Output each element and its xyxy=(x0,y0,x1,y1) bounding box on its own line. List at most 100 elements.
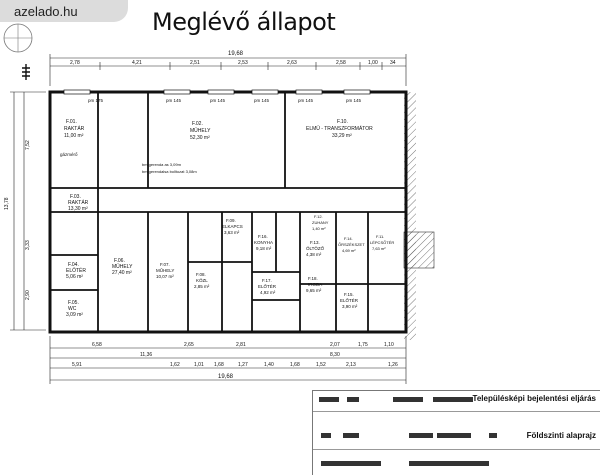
room-code: F.04. xyxy=(68,262,79,268)
room-label-f08: F.08. KÖZL 2,85 m² xyxy=(194,272,210,289)
room-label-f05: F.05. WC 3,09 m² xyxy=(66,300,83,318)
room-label-f18: F.18. IRODA 9,65 m² xyxy=(306,276,322,293)
redacted-text xyxy=(409,461,489,466)
top-dimension-lines xyxy=(49,54,407,86)
room-name: KONYHA xyxy=(254,240,273,245)
bottom-row2-dim-4: 1,68 xyxy=(214,362,224,368)
top-dim-6: 2,58 xyxy=(336,60,346,66)
top-dim-2: 4,21 xyxy=(132,60,142,66)
room-name: WC xyxy=(68,306,77,312)
room-area: 11,00 m² xyxy=(64,133,84,139)
room-code: F.12. xyxy=(314,214,323,219)
room-name: ŐRSZÉKSZET xyxy=(338,242,365,247)
bottom-row2-dim-2: 1,62 xyxy=(170,362,180,368)
top-dim-1: 2,78 xyxy=(70,60,80,66)
room-area: 4,69 m² xyxy=(342,248,356,253)
room-label-f17: F.17. ELŐTÉR 4,92 m² xyxy=(258,278,277,295)
beam-note-1: bm gerenda as 3,09m xyxy=(142,162,182,167)
bottom-row2-dim-3: 1,01 xyxy=(194,362,204,368)
room-label-f13: F.13. ÖLTÖZŐ 4,38 m² xyxy=(306,240,325,257)
room-name: ELŐTÉR xyxy=(258,283,277,289)
redacted-text xyxy=(433,397,473,402)
room-code: F.06. xyxy=(114,258,125,264)
title-block-procedure: Településképi bejelentési eljárás xyxy=(472,394,596,403)
room-name: LÉPCSŐTÉR xyxy=(370,240,394,245)
left-dimension-lines xyxy=(10,91,46,331)
room-area: 2,85 m² xyxy=(194,284,210,289)
room-name: MŰHELY xyxy=(190,127,211,134)
room-area: 52,30 m² xyxy=(190,135,210,141)
room-label-f15: F.15. ELŐTÉR 3,90 m² xyxy=(340,292,359,309)
bottom-row1-dim-1: 6,58 xyxy=(92,342,102,348)
bottom-overall-dim: 19,68 xyxy=(218,374,234,380)
top-overall-dim: 19,68 xyxy=(228,51,244,57)
room-area: 27,40 m² xyxy=(112,270,132,276)
room-name: ELŐTÉR xyxy=(340,297,359,303)
room-name: ELŐTÉR xyxy=(66,267,86,274)
bottom-mid-dim-2: 8,30 xyxy=(330,352,340,358)
bottom-row2-dim-10: 1,26 xyxy=(388,362,398,368)
source-badge[interactable]: azelado.hu xyxy=(0,0,128,22)
room-name: RAKTÁR xyxy=(64,125,85,132)
room-label-f10: F.10. ELMŰ - TRANSZFORMÁTOR 33,29 m² xyxy=(306,119,373,139)
room-area: 4,92 m² xyxy=(260,290,276,295)
title-block: Településképi bejelentési eljárás Földsz… xyxy=(312,390,600,475)
bottom-row1-dim-2: 2,65 xyxy=(184,342,194,348)
redacted-text xyxy=(393,397,423,402)
bottom-row1-dim-4: 2,07 xyxy=(330,342,340,348)
bottom-row2-dim-6: 1,40 xyxy=(264,362,274,368)
room-label-f12: F.12. ZUHANY 1,40 m² xyxy=(312,214,329,231)
bottom-row1-dim-3: 2,81 xyxy=(236,342,246,348)
room-area: 3,09 m² xyxy=(66,312,83,318)
room-code: F.01. xyxy=(66,119,77,125)
room-label-f11: F.11. LÉPCSŐTÉR 7,63 m² xyxy=(370,234,394,251)
pm-label-5: pm 145 xyxy=(298,98,314,103)
bottom-row2-dim-5: 1,27 xyxy=(238,362,248,368)
pm-label-3: pm 145 xyxy=(210,98,226,103)
redacted-text xyxy=(409,433,433,438)
room-label-f06: F.06. MŰHELY 27,40 m² xyxy=(112,258,133,276)
room-area: 5,06 m² xyxy=(66,274,83,280)
left-dim-1: 7,52 xyxy=(25,140,31,150)
redacted-text xyxy=(347,397,359,402)
room-code: F.02. xyxy=(192,121,203,127)
top-dim-7: 1,00 xyxy=(368,60,378,66)
room-name: RAKTÁR xyxy=(68,199,89,206)
room-area: 1,40 m² xyxy=(312,226,326,231)
room-name: ELMŰ - TRANSZFORMÁTOR xyxy=(306,125,373,132)
pm-label-6: pm 145 xyxy=(346,98,362,103)
bottom-row1-dim-6: 1,10 xyxy=(384,342,394,348)
title-block-divider xyxy=(313,449,600,450)
room-code: F.17. xyxy=(262,278,272,283)
title-block-sheet-name: Földszinti alaprajz xyxy=(526,431,596,440)
room-area: 33,29 m² xyxy=(332,133,352,139)
room-code: F.15. xyxy=(344,292,354,297)
room-name: KÖZL xyxy=(196,277,208,283)
interior-walls xyxy=(50,92,406,332)
pm-label-4: pm 145 xyxy=(254,98,270,103)
room-code: F.16. xyxy=(258,234,268,239)
room-name: MŰHELY xyxy=(156,267,174,273)
room-area: 9,18 m² xyxy=(256,246,272,251)
room-label-f03: F.03. RAKTÁR 13,30 m² xyxy=(68,194,89,212)
bottom-row2-dim-8: 1,52 xyxy=(316,362,326,368)
room-label-f07: F.07. MŰHELY 10,07 m² xyxy=(156,262,174,279)
redacted-text xyxy=(437,433,471,438)
top-dim-3: 2,51 xyxy=(190,60,200,66)
bottom-row2-dim-1: 5,91 xyxy=(72,362,82,368)
room-code: F.14. xyxy=(344,236,353,241)
room-name: IRODA xyxy=(308,282,322,287)
room-code: F.03. xyxy=(70,194,81,200)
room-label-f14: F.14. ŐRSZÉKSZET 4,69 m² xyxy=(338,236,365,253)
room-code: F.10. xyxy=(337,119,348,125)
source-badge-label: azelado.hu xyxy=(14,3,78,19)
bottom-row2-dim-9: 2,13 xyxy=(346,362,356,368)
gas-meter-label: gázmérő xyxy=(60,152,78,157)
entry-arrow-icon xyxy=(22,64,30,80)
redacted-text xyxy=(321,433,331,438)
top-dim-4: 2,53 xyxy=(238,60,248,66)
plan-title: Meglévő állapot xyxy=(152,8,336,36)
room-code: F.18. xyxy=(308,276,318,281)
north-arrow-icon xyxy=(3,23,33,53)
